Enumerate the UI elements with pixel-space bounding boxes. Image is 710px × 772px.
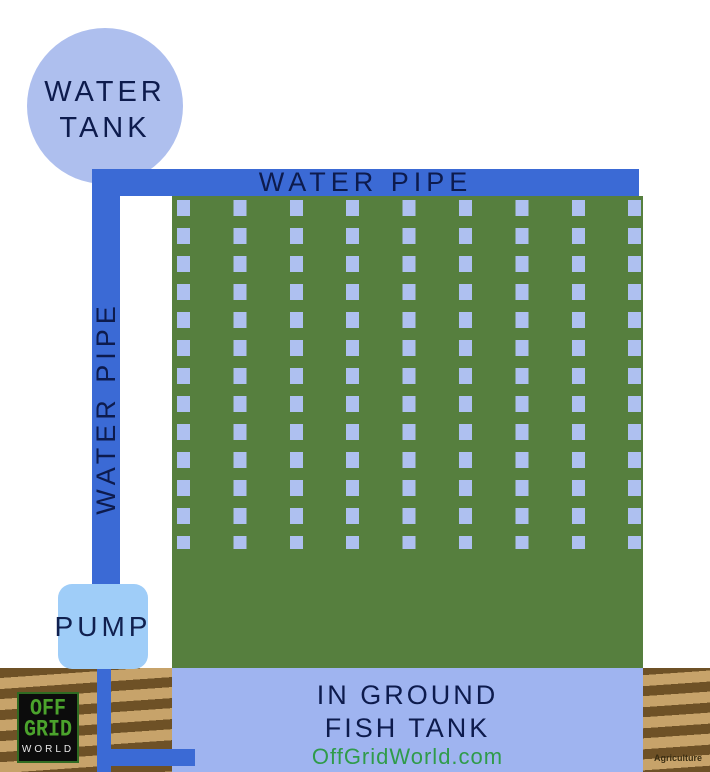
vertical-water-pipe-shape (92, 169, 120, 600)
logo-text-world: WORLD (21, 744, 75, 755)
drip-lines-pattern (177, 200, 643, 549)
logo-text-off: OFF (29, 696, 66, 723)
water-tank-shape: WATER TANK (27, 28, 183, 184)
offgridworld-logo: OFF GRID WORLD (17, 692, 79, 763)
vertical-water-pipe-label: WATER PIPE (91, 301, 121, 515)
fish-tank-label-line2: FISH TANK (324, 713, 491, 743)
fish-tank-label-line1: IN GROUND (316, 680, 499, 710)
pump-shape: PUMP (55, 584, 148, 669)
horizontal-water-pipe-label: WATER PIPE (258, 167, 473, 197)
grow-bed-shape (172, 196, 643, 668)
pump-outlet-pipe-horizontal (97, 749, 195, 766)
horizontal-water-pipe-shape: WATER PIPE (92, 169, 639, 196)
agriculture-watermark: Agriculture (654, 753, 703, 763)
water-tank-label-line2: TANK (59, 112, 151, 144)
logo-text-grid: GRID (23, 717, 72, 744)
pump-label: PUMP (54, 610, 152, 642)
fish-tank-shape: IN GROUND FISH TANK OffGridWorld.com (172, 668, 643, 772)
water-tank-label-line1: WATER (44, 76, 166, 108)
website-url: OffGridWorld.com (311, 744, 504, 769)
pump-outlet-pipe-vertical (97, 664, 111, 772)
